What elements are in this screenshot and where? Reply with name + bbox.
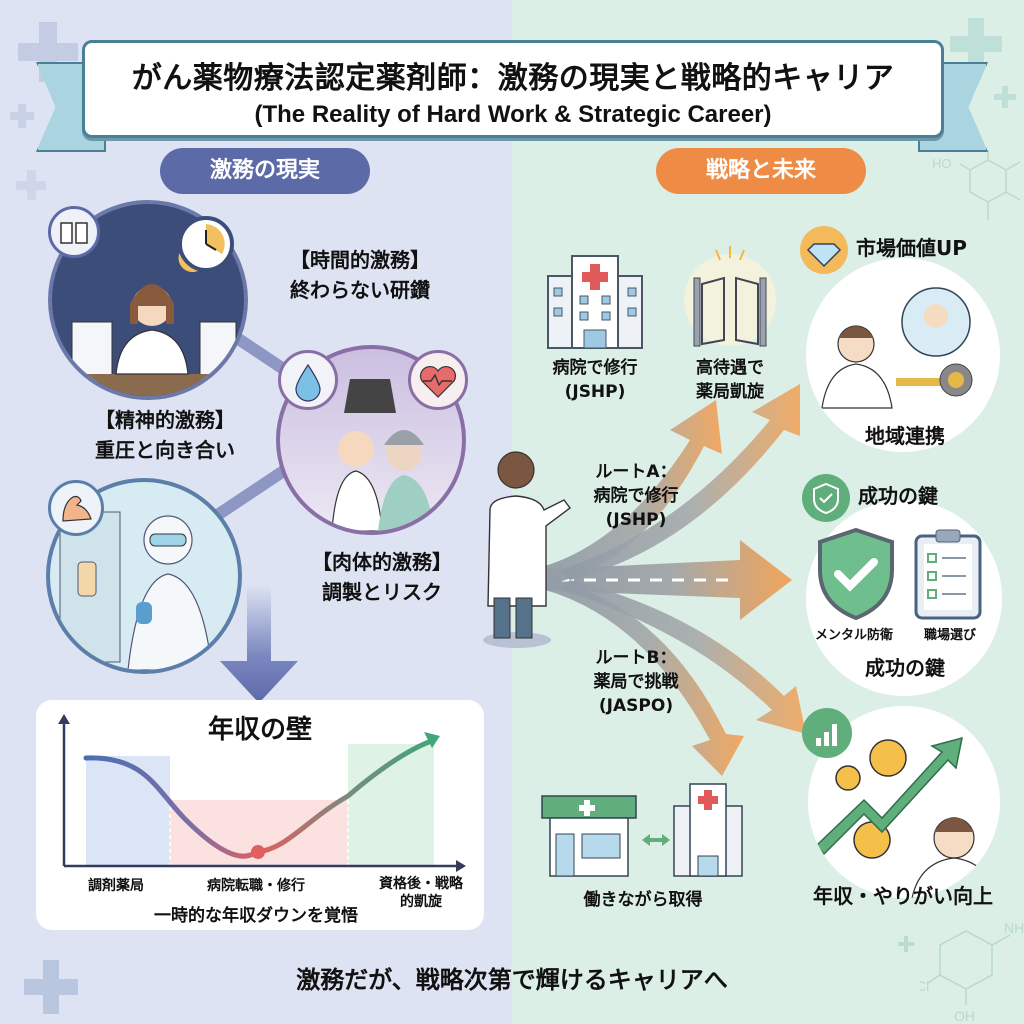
income-wall-chart: 年収の壁 調剤薬局 病院転職・修行 資格後・戦略的凱旋 一時的な年収ダウンを覚悟 (36, 700, 484, 930)
drug-preparation-ppe-icon (46, 478, 242, 674)
clock-icon (178, 216, 234, 272)
mental-burden-text: 重圧と向き合い (95, 438, 235, 462)
svg-text:HO: HO (932, 156, 952, 171)
gate-step-line2: 薬局凱旋 (696, 382, 764, 402)
opening-gate-icon (684, 246, 776, 347)
water-drop-icon (278, 350, 338, 410)
chart-category-pharmacy: 調剤薬局 (88, 878, 144, 894)
book-icon (48, 206, 100, 258)
down-arrow-icon (220, 585, 298, 703)
income-fulfillment-caption: 年収・やりがい向上 (813, 884, 993, 908)
mental-burden-heading: 【精神的激務】 (95, 408, 235, 432)
title-banner: がん薬物療法認定薬剤師：激務の現実と戦略的キャリア (The Reality o… (82, 40, 944, 138)
route-a-line2: 病院で修行 (593, 486, 679, 506)
route-b-line2: 薬局で挑戦 (593, 672, 679, 692)
muscle-arm-icon (48, 480, 104, 536)
income-curve-plot (58, 714, 466, 872)
plus-decoration-icon (950, 18, 1002, 70)
section-pill-strategy: 戦略と未来 (656, 148, 866, 194)
footer-message: 激務だが、戦略次第で輝けるキャリアへ (296, 966, 728, 994)
plus-decoration-icon (24, 960, 78, 1014)
time-burden-heading: 【時間的激務】 (290, 248, 430, 272)
gate-step-line1: 高待遇で (696, 358, 764, 378)
plus-decoration-icon (994, 86, 1016, 108)
growth-chart-icon (802, 708, 852, 758)
molecule-decoration-icon: NH Cl OH (920, 920, 1024, 1024)
pharmacist-figure-icon (483, 451, 571, 648)
success-key-caption: 成功の鍵 (865, 656, 945, 680)
mental-defense-shield-icon (818, 527, 894, 621)
chart-title: 年収の壁 (207, 715, 312, 745)
success-key-title: 成功の鍵 (858, 484, 938, 508)
route-a-label: ルートA： (595, 462, 677, 482)
market-value-title: 市場価値UP (856, 236, 967, 260)
hospital-icon (547, 255, 643, 349)
shield-check-icon (802, 474, 850, 522)
workplace-choice-label: 職場選び (923, 628, 976, 643)
work-step-label: 働きながら取得 (583, 890, 703, 910)
plus-decoration-icon (10, 104, 34, 128)
svg-text:Cl: Cl (920, 978, 929, 994)
hospital-step-line2: (JSHP) (564, 382, 626, 402)
diamond-icon (800, 226, 848, 274)
molecule-decoration-icon: HO (932, 150, 1021, 220)
plus-decoration-icon (16, 170, 46, 200)
hospital-step-line1: 病院で修行 (552, 358, 638, 378)
mental-defense-label: メンタル防衛 (814, 628, 893, 643)
chart-annotation: 一時的な年収ダウンを覚悟 (154, 906, 358, 926)
workplace-checklist-icon (914, 529, 982, 620)
heartbeat-icon (408, 350, 468, 410)
page-subtitle: (The Reality of Hard Work & Strategic Ca… (254, 101, 772, 128)
route-b-line3: (JASPO) (598, 696, 674, 716)
plus-decoration-icon (898, 936, 914, 952)
svg-text:NH: NH (1004, 920, 1024, 936)
section-pill-reality: 激務の現実 (160, 148, 370, 194)
chart-category-hospital: 病院転職・修行 (207, 878, 305, 894)
chart-category-return: 資格後・戦略的凱旋 (379, 876, 463, 910)
svg-text:OH: OH (954, 1008, 975, 1024)
physical-burden-heading: 【肉体的激務】 (312, 550, 452, 574)
route-b-label: ルートB： (595, 648, 677, 668)
career-route-roads (530, 384, 806, 776)
route-a-line3: (JSHP) (605, 510, 667, 530)
time-burden-text: 終わらない研鑽 (290, 278, 430, 302)
physical-burden-text: 調製とリスク (322, 580, 442, 604)
community-collaboration-icon (806, 258, 1000, 452)
market-value-caption: 地域連携 (865, 424, 945, 448)
page-title: がん薬物療法認定薬剤師：激務の現実と戦略的キャリア (131, 61, 895, 96)
pharmacy-and-hospital-icon (541, 783, 743, 877)
